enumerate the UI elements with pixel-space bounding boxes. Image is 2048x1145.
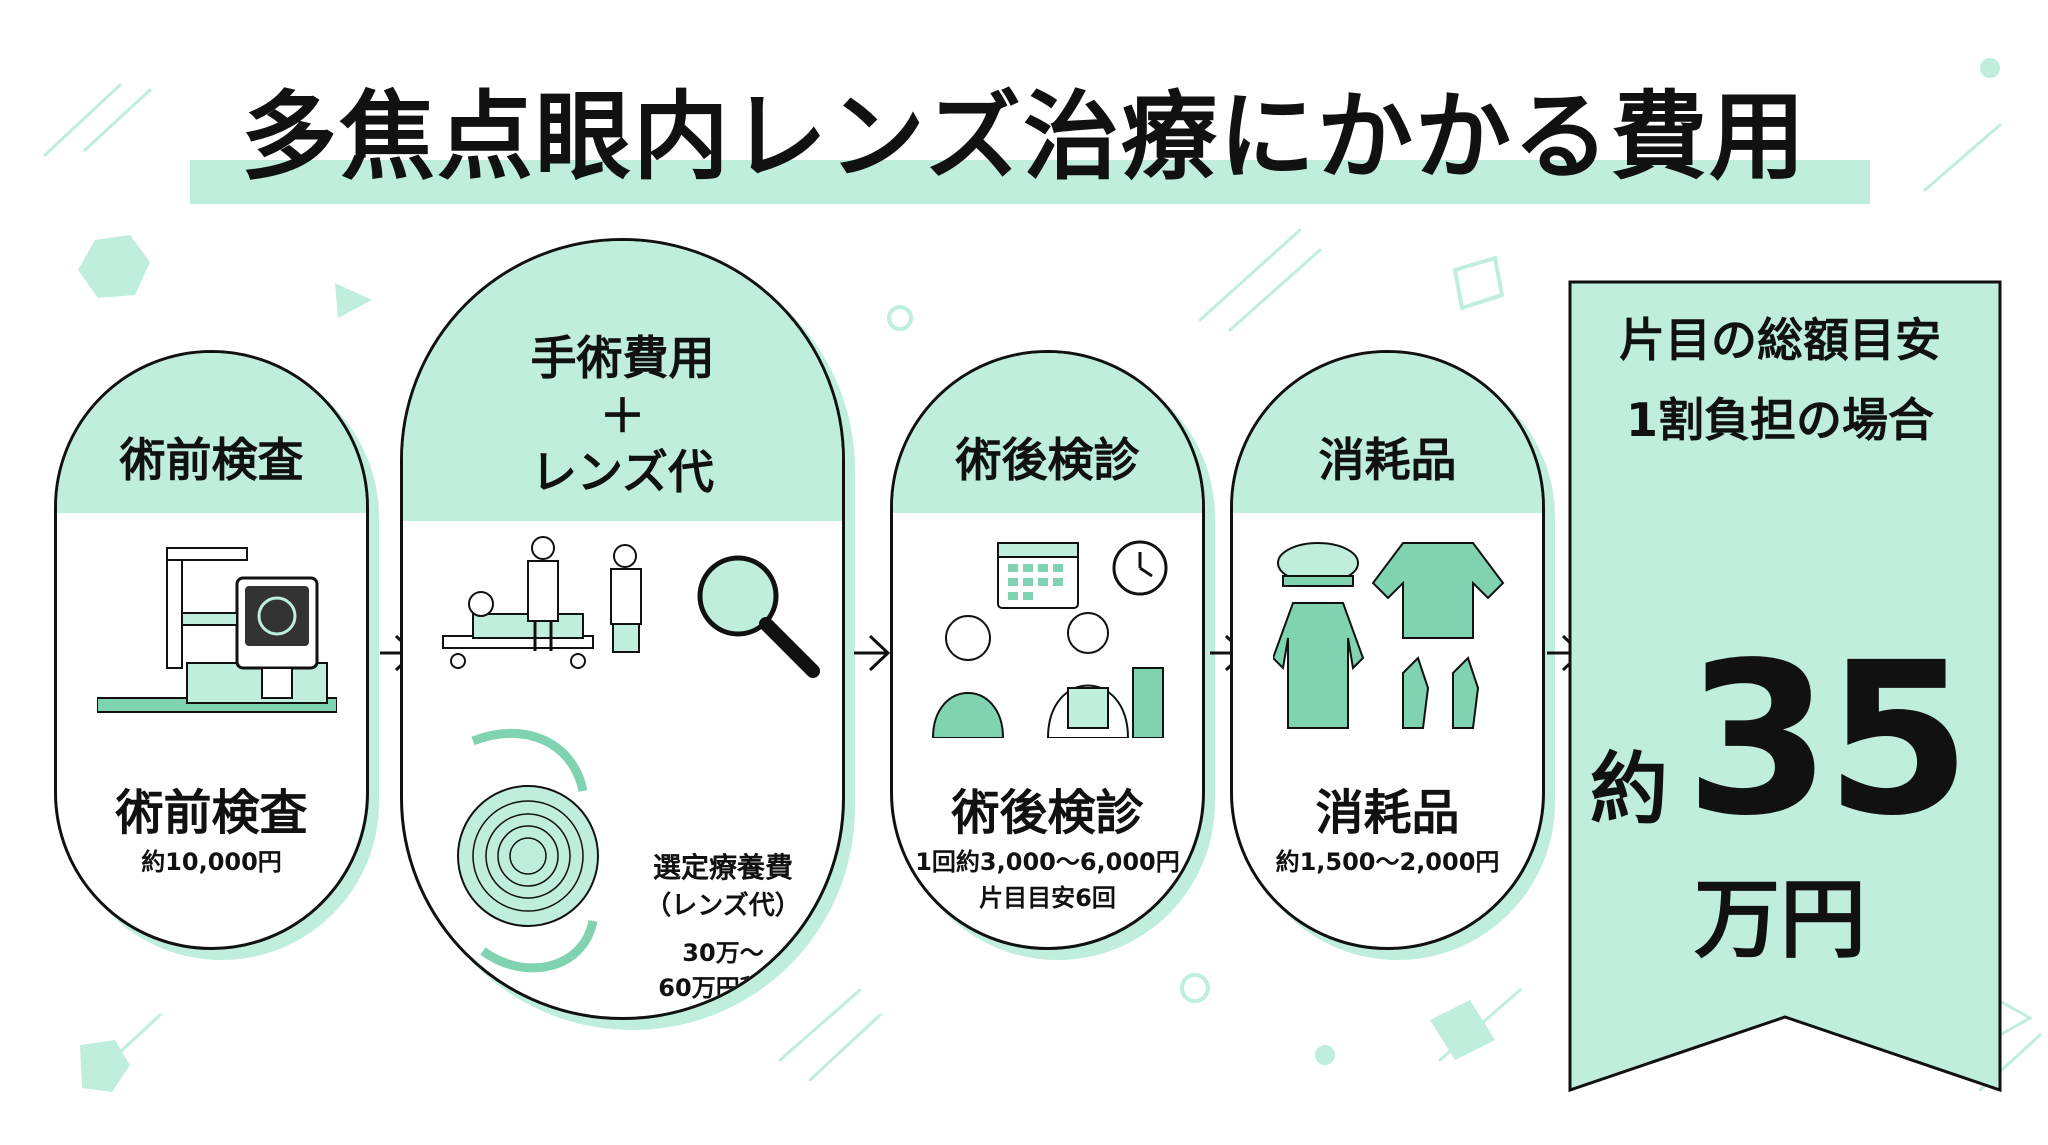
page-title: 多焦点眼内レンズ治療にかかる費用 bbox=[240, 81, 1808, 193]
hexagon-shape bbox=[78, 235, 150, 298]
ring-shape bbox=[1180, 973, 1210, 1003]
magnifier-icon bbox=[697, 555, 820, 678]
total-heading-line1: 片目の総額目安 bbox=[1619, 313, 1941, 367]
total-prefix: 約 bbox=[1590, 745, 1669, 835]
total-unit: 万円 bbox=[1694, 870, 1866, 970]
step-card-surgery: 手術費用 ＋ レンズ代 選定療養費 （レンズ代） 30万～ 60万円程度 bbox=[400, 238, 845, 1020]
lens-fee-cost-line1: 30万～ bbox=[682, 939, 764, 967]
step-heading: 術後検診 bbox=[955, 433, 1140, 487]
step-cost-line1: 1回約3,000～6,000円 bbox=[915, 848, 1180, 876]
intraocular-lens-icon bbox=[457, 728, 599, 973]
step-card-consumables: 消耗品 消耗品 約1,500～2,000円 bbox=[1230, 350, 1545, 950]
step-label: 術前検査 bbox=[115, 785, 308, 841]
step-heading: 消耗品 bbox=[1318, 433, 1457, 487]
lens-fee-label: 選定療養費 bbox=[652, 851, 793, 884]
dot-shape bbox=[1980, 58, 2000, 78]
step-cost: 約1,500～2,000円 bbox=[1275, 848, 1500, 876]
step-heading: 術前検査 bbox=[119, 433, 304, 487]
arrow-right-icon bbox=[854, 634, 891, 672]
lens-fee-cost-line2: 60万円程度 bbox=[658, 974, 788, 1002]
total-heading-line2: 1割負担の場合 bbox=[1625, 393, 1934, 447]
surgery-team-icon bbox=[442, 536, 642, 669]
step-cost-line2: 片目目安6回 bbox=[979, 884, 1116, 912]
pentagon-shape bbox=[80, 1040, 130, 1092]
lens-fee-sublabel: （レンズ代） bbox=[645, 891, 801, 921]
title-highlight bbox=[190, 160, 1870, 204]
total-amount: 35 bbox=[1685, 617, 1971, 862]
square-outline-shape bbox=[1452, 255, 1505, 311]
step-heading-plus: ＋ bbox=[599, 389, 646, 443]
step-label: 消耗品 bbox=[1315, 785, 1460, 841]
step-label: 術後検診 bbox=[951, 785, 1144, 841]
eye-exam-machine-icon bbox=[97, 547, 337, 713]
doctor-consultation-icon bbox=[931, 540, 1168, 738]
total-banner bbox=[1568, 280, 2002, 1093]
diamond-shape bbox=[1430, 1000, 1495, 1060]
triangle-shape bbox=[335, 283, 372, 318]
step-heading-line2: レンズ代 bbox=[530, 445, 715, 499]
ring-shape bbox=[887, 305, 913, 331]
step-cost: 約10,000円 bbox=[141, 848, 282, 876]
surgical-gown-cap-gloves-icon bbox=[1273, 542, 1505, 729]
step-card-preop: 術前検査 術前検査 約10,000円 bbox=[54, 350, 369, 950]
dot-shape bbox=[1315, 1045, 1335, 1065]
step-card-postop: 術後検診 術後検診 1回約3,000～6,000円 片目目安6回 bbox=[890, 350, 1205, 950]
step-heading-line1: 手術費用 bbox=[530, 331, 715, 385]
